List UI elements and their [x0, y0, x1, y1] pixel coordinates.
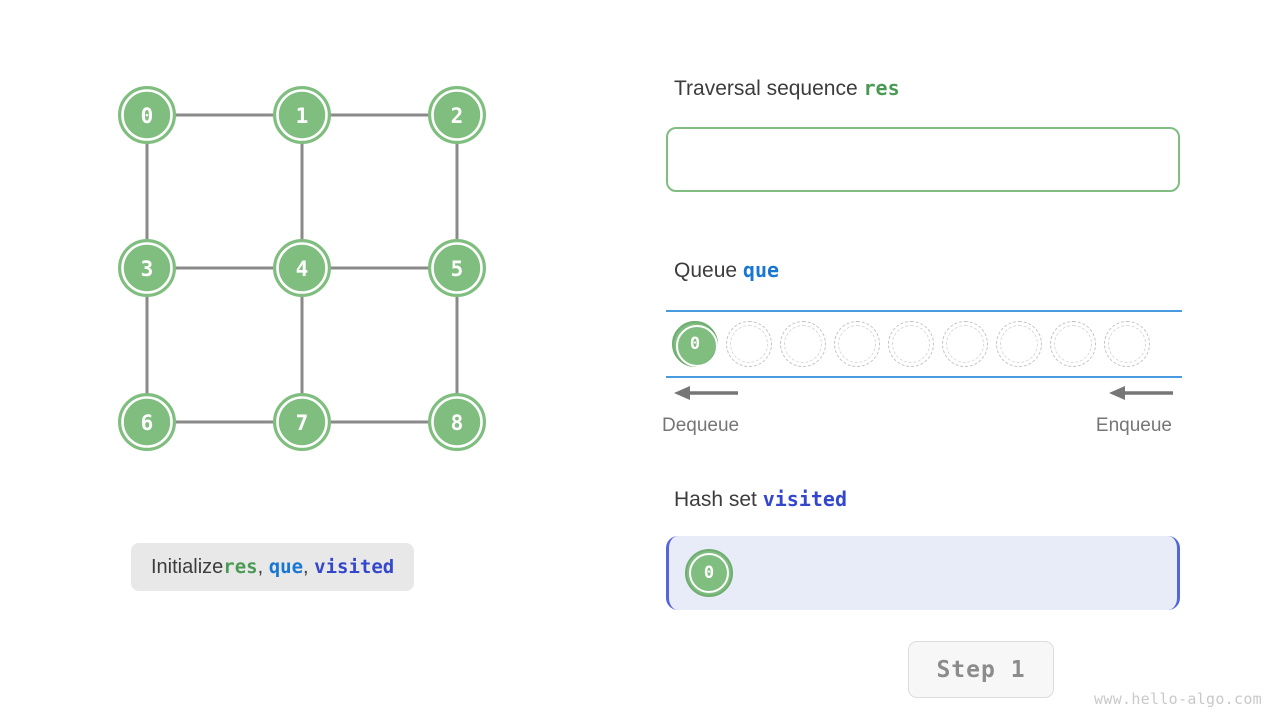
queue-slot-empty — [1050, 321, 1096, 367]
graph-node-3[interactable]: 3 — [118, 239, 176, 297]
graph-node-ring — [276, 242, 328, 294]
queue-slot-empty — [1104, 321, 1150, 367]
graph-node-6[interactable]: 6 — [118, 393, 176, 451]
graph-node-label: 3 — [141, 257, 154, 281]
queue-title-prefix: Queue — [674, 259, 738, 282]
graph-node-ring — [121, 396, 173, 448]
queue-track: 0 — [666, 310, 1182, 378]
graph-node-disc — [428, 393, 486, 451]
graph-node-label: 0 — [141, 104, 154, 128]
queue-slot-empty — [726, 321, 772, 367]
queue-slot-empty — [780, 321, 826, 367]
queue-slot-filled: 0 — [672, 321, 718, 367]
graph-node-ring — [431, 396, 483, 448]
graph-node-label: 4 — [296, 257, 309, 281]
graph-node-disc — [118, 239, 176, 297]
graph-node-0[interactable]: 0 — [118, 86, 176, 144]
graph-node-label: 8 — [451, 411, 464, 435]
res-title-prefix: Traversal sequence — [674, 77, 858, 100]
caption-pill: Initialize res, que, visited — [131, 543, 415, 591]
caption-token-res: res — [223, 555, 258, 578]
queue-slot-empty — [834, 321, 880, 367]
dequeue-label: Dequeue — [662, 415, 740, 436]
graph-node-label: 1 — [296, 104, 309, 128]
graph-node-ring — [431, 89, 483, 141]
graph-node-ring — [276, 396, 328, 448]
graph-node-ring — [431, 242, 483, 294]
graph-node-8[interactable]: 8 — [428, 393, 486, 451]
graph-node-5[interactable]: 5 — [428, 239, 486, 297]
graph-canvas: 0 1 2 3 4 5 6 7 8 — [118, 86, 486, 451]
graph-node-disc — [118, 86, 176, 144]
queue-slot-empty — [942, 321, 988, 367]
step-badge: Step 1 — [908, 641, 1054, 698]
graph-node-label: 2 — [451, 104, 464, 128]
graph-node-disc — [428, 86, 486, 144]
graph-node-ring — [121, 89, 173, 141]
caption-separator: , — [303, 555, 315, 578]
graph-node-layer: 0 1 2 3 4 5 6 7 8 — [118, 86, 486, 451]
visited-title-token: visited — [762, 487, 848, 511]
res-title-token: res — [863, 76, 900, 100]
visited-item-value: 0 — [703, 562, 715, 583]
watermark: www.hello-algo.com — [1094, 690, 1262, 708]
queue-slot-empty — [888, 321, 934, 367]
caption-token-visited: visited — [314, 555, 395, 578]
visited-set-box: 0 — [666, 536, 1180, 610]
graph-node-ring — [121, 242, 173, 294]
caption-separator: , — [257, 555, 269, 578]
enqueue-label: Enqueue — [1095, 415, 1172, 436]
graph-node-4[interactable]: 4 — [273, 239, 331, 297]
graph-node-disc — [273, 393, 331, 451]
visited-section-title: Hash set visited — [674, 487, 847, 512]
graph-panel: 0 1 2 3 4 5 6 7 8 Initialize res, que, visited — [0, 0, 620, 720]
queue-label-row: Dequeue Enqueue — [660, 415, 1200, 443]
graph-node-ring — [276, 89, 328, 141]
graph-node-disc — [273, 239, 331, 297]
queue-slot-value: 0 — [689, 333, 701, 354]
queue-section-title: Queue que — [674, 258, 779, 283]
graph-node-disc — [118, 393, 176, 451]
caption-prefix: Initialize — [151, 555, 224, 578]
res-section-title: Traversal sequence res — [674, 76, 900, 101]
graph-node-7[interactable]: 7 — [273, 393, 331, 451]
graph-node-label: 5 — [451, 257, 464, 281]
visited-item: 0 — [685, 549, 733, 597]
caption-tokens: res, que, visited — [223, 556, 394, 579]
graph-node-1[interactable]: 1 — [273, 86, 331, 144]
graph-node-label: 6 — [141, 411, 154, 435]
graph-node-2[interactable]: 2 — [428, 86, 486, 144]
right-panel: Traversal sequence res Queue que 0 Deque… — [660, 0, 1220, 720]
caption-token-que: que — [268, 555, 304, 578]
queue-title-token: que — [742, 258, 780, 282]
queue-arrow-row — [660, 382, 1200, 408]
res-box — [666, 127, 1180, 192]
graph-node-disc — [428, 239, 486, 297]
queue-slot-empty — [996, 321, 1042, 367]
visited-title-prefix: Hash set — [674, 488, 757, 511]
dequeue-arrow-icon — [674, 386, 738, 400]
graph-node-disc — [273, 86, 331, 144]
enqueue-arrow-icon — [1109, 386, 1173, 400]
graph-node-label: 7 — [296, 411, 309, 435]
